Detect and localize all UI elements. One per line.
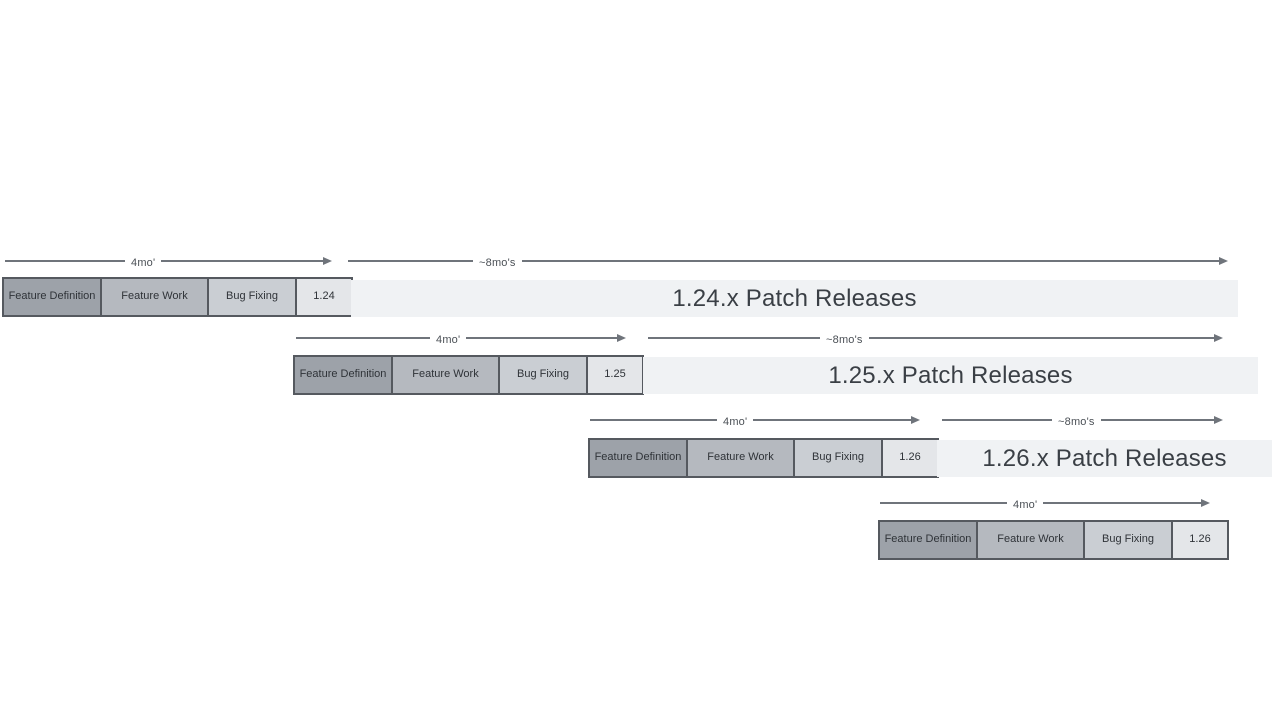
phase-feature-work: Feature Work — [100, 277, 209, 317]
arrow-line — [590, 419, 717, 421]
arrowhead-right-icon — [1219, 257, 1228, 265]
arrow-line — [521, 260, 1219, 262]
patch-releases-bar-1.25: 1.25.x Patch Releases — [643, 357, 1258, 394]
version-box: 1.26 — [1171, 520, 1229, 560]
arrow-line — [296, 337, 430, 339]
arrow-line — [942, 419, 1052, 421]
dev-duration-label: 4mo' — [436, 334, 461, 346]
arrow-line — [161, 260, 323, 262]
arrowhead-right-icon — [1214, 416, 1223, 424]
arrowhead-right-icon — [323, 257, 332, 265]
arrow-line — [348, 260, 473, 262]
patch-releases-bar-1.24: 1.24.x Patch Releases — [351, 280, 1238, 317]
arrow-line — [1043, 502, 1201, 504]
patch-duration-arrow-1.26: ~8mo's — [942, 413, 1223, 428]
patch-duration-label: ~8mo's — [826, 334, 863, 346]
version-box: 1.26 — [881, 438, 939, 478]
dev-block-1.26: Feature Definition Feature Work Bug Fixi… — [588, 438, 939, 478]
arrowhead-right-icon — [911, 416, 920, 424]
arrow-line — [466, 337, 617, 339]
patch-duration-label: ~8mo's — [1058, 416, 1095, 428]
phase-feature-work: Feature Work — [976, 520, 1085, 560]
phase-bug-fixing: Bug Fixing — [793, 438, 883, 478]
arrow-line — [880, 502, 1007, 504]
phase-feature-definition: Feature Definition — [293, 355, 393, 395]
phase-bug-fixing: Bug Fixing — [498, 355, 588, 395]
dev-duration-arrow-1.24: 4mo' — [5, 254, 332, 269]
arrowhead-right-icon — [617, 334, 626, 342]
arrow-line — [648, 337, 820, 339]
phase-feature-definition: Feature Definition — [588, 438, 688, 478]
dev-duration-arrow-1.25: 4mo' — [296, 331, 626, 346]
dev-duration-arrow-next: 4mo' — [880, 496, 1210, 511]
dev-block-1.24: Feature Definition Feature Work Bug Fixi… — [2, 277, 353, 317]
version-box: 1.24 — [295, 277, 353, 317]
patch-releases-bar-1.26: 1.26.x Patch Releases — [937, 440, 1272, 477]
phase-bug-fixing: Bug Fixing — [1083, 520, 1173, 560]
arrowhead-right-icon — [1214, 334, 1223, 342]
phase-bug-fixing: Bug Fixing — [207, 277, 297, 317]
dev-duration-arrow-1.26: 4mo' — [590, 413, 920, 428]
patch-duration-arrow-1.25: ~8mo's — [648, 331, 1223, 346]
arrow-line — [868, 337, 1214, 339]
dev-duration-label: 4mo' — [131, 257, 156, 269]
phase-feature-work: Feature Work — [391, 355, 500, 395]
dev-block-1.25: Feature Definition Feature Work Bug Fixi… — [293, 355, 644, 395]
arrow-line — [1100, 419, 1214, 421]
phase-feature-work: Feature Work — [686, 438, 795, 478]
phase-feature-definition: Feature Definition — [878, 520, 978, 560]
phase-feature-definition: Feature Definition — [2, 277, 102, 317]
arrowhead-right-icon — [1201, 499, 1210, 507]
patch-duration-arrow-1.24: ~8mo's — [348, 254, 1228, 269]
dev-duration-label: 4mo' — [723, 416, 748, 428]
arrow-line — [753, 419, 911, 421]
version-box: 1.25 — [586, 355, 644, 395]
patch-duration-label: ~8mo's — [479, 257, 516, 269]
dev-duration-label: 4mo' — [1013, 499, 1038, 511]
dev-block-next: Feature Definition Feature Work Bug Fixi… — [878, 520, 1229, 560]
arrow-line — [5, 260, 125, 262]
